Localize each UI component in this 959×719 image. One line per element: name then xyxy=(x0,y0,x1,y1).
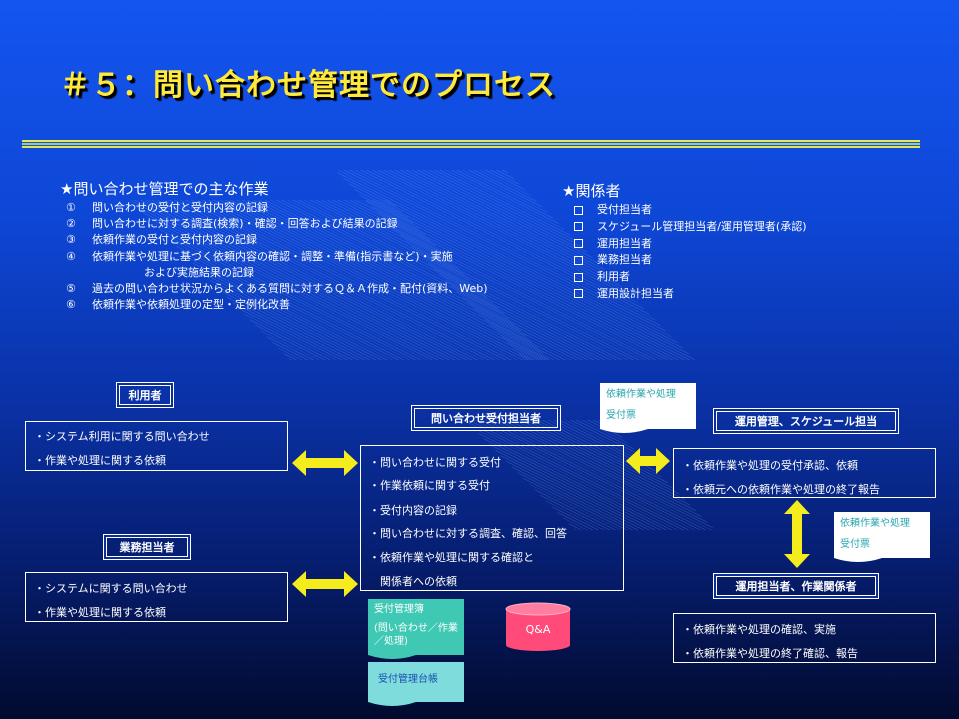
reception-log-document: 受付管理簿 (問い合わせ／作業 ／処理) xyxy=(368,599,464,655)
request-slip-document: 依頼作業や処理 受付票 xyxy=(600,383,696,429)
arrow-business-reception xyxy=(292,571,358,597)
tasks-heading: ★問い合わせ管理での主な作業 xyxy=(60,178,268,199)
reception-tasks-box: ・問い合わせに関する受付 ・作業依頼に関する受付 ・受付内容の記録 ・問い合わせ… xyxy=(360,445,624,591)
tasks-heading-label: 問い合わせ管理での主な作業 xyxy=(73,180,269,198)
qa-database-icon xyxy=(505,602,571,651)
business-requests-box: ・システムに関する問い合わせ ・作業や処理に関する依頼 xyxy=(25,572,288,622)
checkbox-icon xyxy=(574,222,583,232)
list-item: スケジュール管理担当者/運用管理者(承認) xyxy=(574,219,807,236)
arrow-user-reception xyxy=(292,450,358,476)
list-item: 運用担当者 xyxy=(574,236,807,253)
checkbox-icon xyxy=(574,289,583,299)
checkbox-icon xyxy=(574,255,583,265)
list-item: 受付担当者 xyxy=(574,202,807,219)
qa-database-label: Q&A xyxy=(526,623,551,636)
role-reception: 問い合わせ受付担当者 xyxy=(411,405,561,431)
list-item: 運用設計担当者 xyxy=(574,286,807,303)
list-item: 利用者 xyxy=(574,269,807,286)
checkbox-icon xyxy=(574,205,583,215)
role-business: 業務担当者 xyxy=(103,534,191,560)
role-user: 利用者 xyxy=(116,382,174,408)
star-icon: ★ xyxy=(562,182,576,200)
ops-staff-box: ・依頼作業や処理の確認、実施 ・依頼作業や処理の終了確認、報告 xyxy=(673,613,936,663)
stakeholders-heading: ★関係者 xyxy=(562,180,620,201)
checkbox-icon xyxy=(574,239,583,249)
stakeholders-list: 受付担当者 スケジュール管理担当者/運用管理者(承認) 運用担当者 業務担当者 … xyxy=(574,202,807,303)
title-divider xyxy=(22,140,920,148)
list-item: 業務担当者 xyxy=(574,252,807,269)
stakeholders-heading-label: 関係者 xyxy=(575,182,621,200)
checkbox-icon xyxy=(574,272,583,282)
page-title: ＃５：問い合わせ管理でのプロセス xyxy=(60,68,556,103)
request-slip-document: 依頼作業や処理 受付票 xyxy=(834,512,930,558)
list-item: および実施結果の記録 xyxy=(144,265,254,279)
arrow-ops-vertical xyxy=(784,500,810,568)
ops-management-box: ・依頼作業や処理の受付承認、依頼 ・依頼元への依頼作業や処理の終了報告 xyxy=(673,448,936,498)
role-ops-management: 運用管理、スケジュール担当 xyxy=(713,408,899,434)
role-ops-staff: 運用担当者、作業関係者 xyxy=(713,573,879,599)
user-requests-box: ・システム利用に関する問い合わせ ・作業や処理に関する依頼 xyxy=(25,421,288,471)
reception-ledger-document: 受付管理台帳 xyxy=(368,662,464,702)
star-icon: ★ xyxy=(60,180,74,198)
